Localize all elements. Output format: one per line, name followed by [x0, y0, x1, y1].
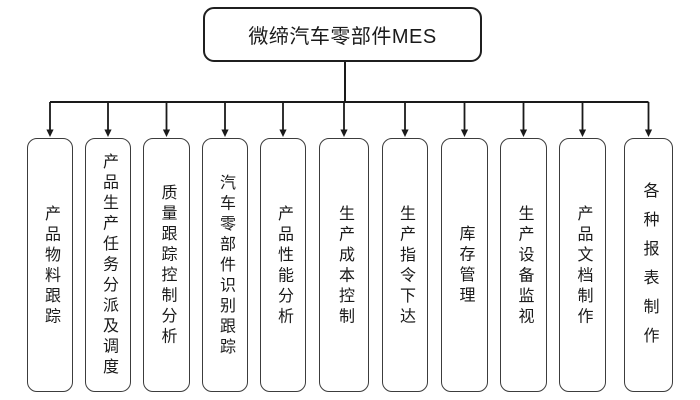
- arrow-down-icon: [46, 129, 54, 137]
- module-node-2[interactable]: 产品生产任务分派及调度: [85, 138, 131, 392]
- module-node-label: 库存管理: [456, 225, 474, 307]
- arrow-down-icon: [578, 129, 587, 137]
- module-node-label: 生产设备监视: [515, 204, 533, 328]
- arrow-down-icon: [221, 129, 229, 137]
- module-node-label: 汽车零部件识别跟踪: [217, 173, 234, 359]
- module-node-1[interactable]: 产品物料跟踪: [27, 138, 73, 392]
- module-node-label: 产品文档制作: [574, 204, 592, 328]
- module-node-label: 产品物料跟踪: [42, 204, 59, 328]
- arrow-down-icon: [279, 129, 287, 137]
- arrow-down-icon: [162, 129, 171, 137]
- module-node-label: 产品生产任务分派及调度: [100, 153, 117, 379]
- arrow-down-icon: [104, 129, 112, 137]
- module-node-label: 质量跟踪控制分析: [158, 184, 176, 348]
- module-node-8[interactable]: 库存管理: [441, 138, 488, 392]
- module-node-label: 生产指令下达: [397, 204, 414, 328]
- root-node[interactable]: 微缔汽车零部件MES: [203, 7, 482, 62]
- module-node-label: 各种报表制作: [640, 181, 658, 356]
- arrow-down-icon: [401, 129, 409, 137]
- module-node-9[interactable]: 生产设备监视: [500, 138, 547, 392]
- module-node-7[interactable]: 生产指令下达: [382, 138, 428, 392]
- module-node-10[interactable]: 产品文档制作: [559, 138, 606, 392]
- arrow-down-icon: [460, 129, 469, 137]
- arrow-down-icon: [340, 129, 348, 137]
- module-node-3[interactable]: 质量跟踪控制分析: [143, 138, 190, 392]
- module-node-label: 生产成本控制: [336, 204, 353, 328]
- module-node-4[interactable]: 汽车零部件识别跟踪: [202, 138, 248, 392]
- module-node-label: 产品性能分析: [275, 204, 292, 328]
- module-node-11[interactable]: 各种报表制作: [624, 138, 673, 392]
- module-node-6[interactable]: 生产成本控制: [319, 138, 369, 392]
- arrow-down-icon: [644, 129, 653, 137]
- module-node-5[interactable]: 产品性能分析: [260, 138, 306, 392]
- root-node-label: 微缔汽车零部件MES: [248, 26, 437, 48]
- arrow-down-icon: [519, 129, 528, 137]
